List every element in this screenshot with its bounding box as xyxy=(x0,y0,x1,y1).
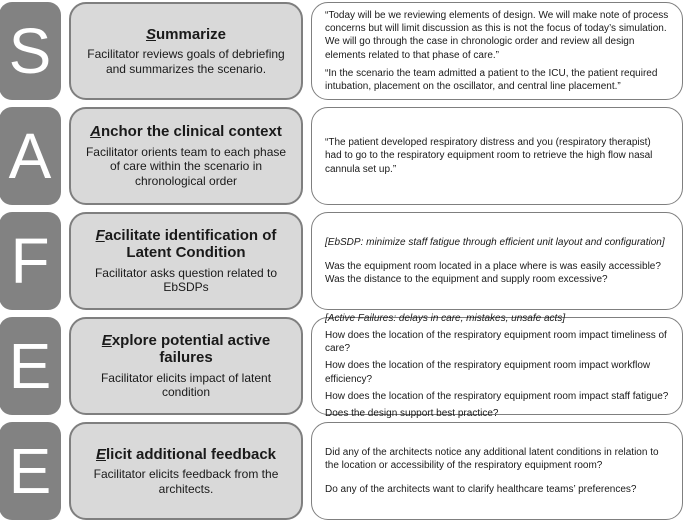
step-title-rest: xplore potential active failures xyxy=(111,332,271,367)
letter-e: E xyxy=(8,435,52,507)
step-card-explore: Explore potential active failures Facili… xyxy=(69,317,303,415)
step-title: Explore potential active failures xyxy=(80,332,292,367)
letter-e: E xyxy=(8,330,52,402)
letter-s: S xyxy=(8,15,52,87)
panel-paragraph: Does the design support best practice? xyxy=(325,407,499,419)
panel-paragraph: Did any of the architects notice any add… xyxy=(325,446,659,471)
step-description: Facilitator orients team to each phase o… xyxy=(85,144,287,188)
row-anchor: A Anchor the clinical context Facilitato… xyxy=(0,107,683,205)
row-summarize: S Summarize Facilitator reviews goals of… xyxy=(0,2,683,100)
panel-paragraph-active-failures-note: [Active Failures: delays in care, mistak… xyxy=(325,312,566,324)
step-description: Facilitator reviews goals of debriefing … xyxy=(87,47,285,76)
step-title-initial: A xyxy=(90,123,101,141)
panel-paragraph: How does the location of the respiratory… xyxy=(325,360,651,385)
row-explore: E Explore potential active failures Faci… xyxy=(0,313,683,419)
panel-paragraph: How does the location of the respiratory… xyxy=(325,330,667,355)
step-card-anchor: Anchor the clinical context Facilitator … xyxy=(69,107,303,205)
panel-paragraph: How does the location of the respiratory… xyxy=(325,390,669,402)
step-title-rest: nchor the clinical context xyxy=(100,123,282,141)
panel-paragraph: “The patient developed respiratory distr… xyxy=(325,137,653,175)
step-title-initial: E xyxy=(101,332,112,350)
step-title-initial: S xyxy=(145,25,156,43)
letter-badge-f: F xyxy=(0,212,61,310)
script-panel-explore: [Active Failures: delays in care, mistak… xyxy=(311,313,683,419)
letter-badge-a: A xyxy=(0,107,61,205)
step-title-initial: E xyxy=(95,445,106,463)
letter-badge-s: S xyxy=(0,2,61,100)
letter-badge-e2: E xyxy=(0,422,61,520)
script-panel-elicit: Did any of the architects notice any add… xyxy=(311,422,683,520)
step-description: Facilitator asks question related to EbS… xyxy=(94,265,278,295)
step-title: Summarize xyxy=(146,26,226,43)
script-panel-summarize: “Today will be we reviewing elements of … xyxy=(311,2,683,100)
step-title: Elicit additional feedback xyxy=(96,446,276,463)
script-panel-anchor: “The patient developed respiratory distr… xyxy=(311,107,683,205)
step-card-facilitate: Facilitate identification of Latent Cond… xyxy=(69,212,303,310)
step-card-summarize: Summarize Facilitator reviews goals of d… xyxy=(69,2,303,100)
panel-paragraph: “Today will be we reviewing elements of … xyxy=(325,9,669,61)
script-panel-facilitate: [EbSDP: minimize staff fatigue through e… xyxy=(311,212,683,310)
panel-paragraph-ebsdp-note: [EbSDP: minimize staff fatigue through e… xyxy=(325,236,665,248)
step-description: Facilitator elicits impact of latent con… xyxy=(100,370,272,400)
letter-a: A xyxy=(8,120,52,192)
panel-paragraph: “In the scenario the team admitted a pat… xyxy=(325,67,658,92)
letter-badge-e1: E xyxy=(0,317,61,415)
step-title: Anchor the clinical context xyxy=(90,123,282,140)
step-title-initial: F xyxy=(95,227,105,245)
step-card-elicit: Elicit additional feedback Facilitator e… xyxy=(69,422,303,520)
panel-paragraph: Do any of the architects want to clarify… xyxy=(325,484,637,496)
row-facilitate: F Facilitate identification of Latent Co… xyxy=(0,212,683,310)
step-title-rest: licit additional feedback xyxy=(105,445,277,463)
step-title-rest: ummarize xyxy=(155,25,227,43)
step-description: Facilitator elicits feedback from the ar… xyxy=(93,467,279,496)
panel-paragraph: Was the equipment room located in a plac… xyxy=(325,260,661,286)
step-title: Facilitate identification of Latent Cond… xyxy=(80,227,292,262)
letter-f: F xyxy=(10,225,50,297)
step-title-rest: acilitate identification of Latent Condi… xyxy=(104,227,277,262)
row-elicit: E Elicit additional feedback Facilitator… xyxy=(0,422,683,520)
